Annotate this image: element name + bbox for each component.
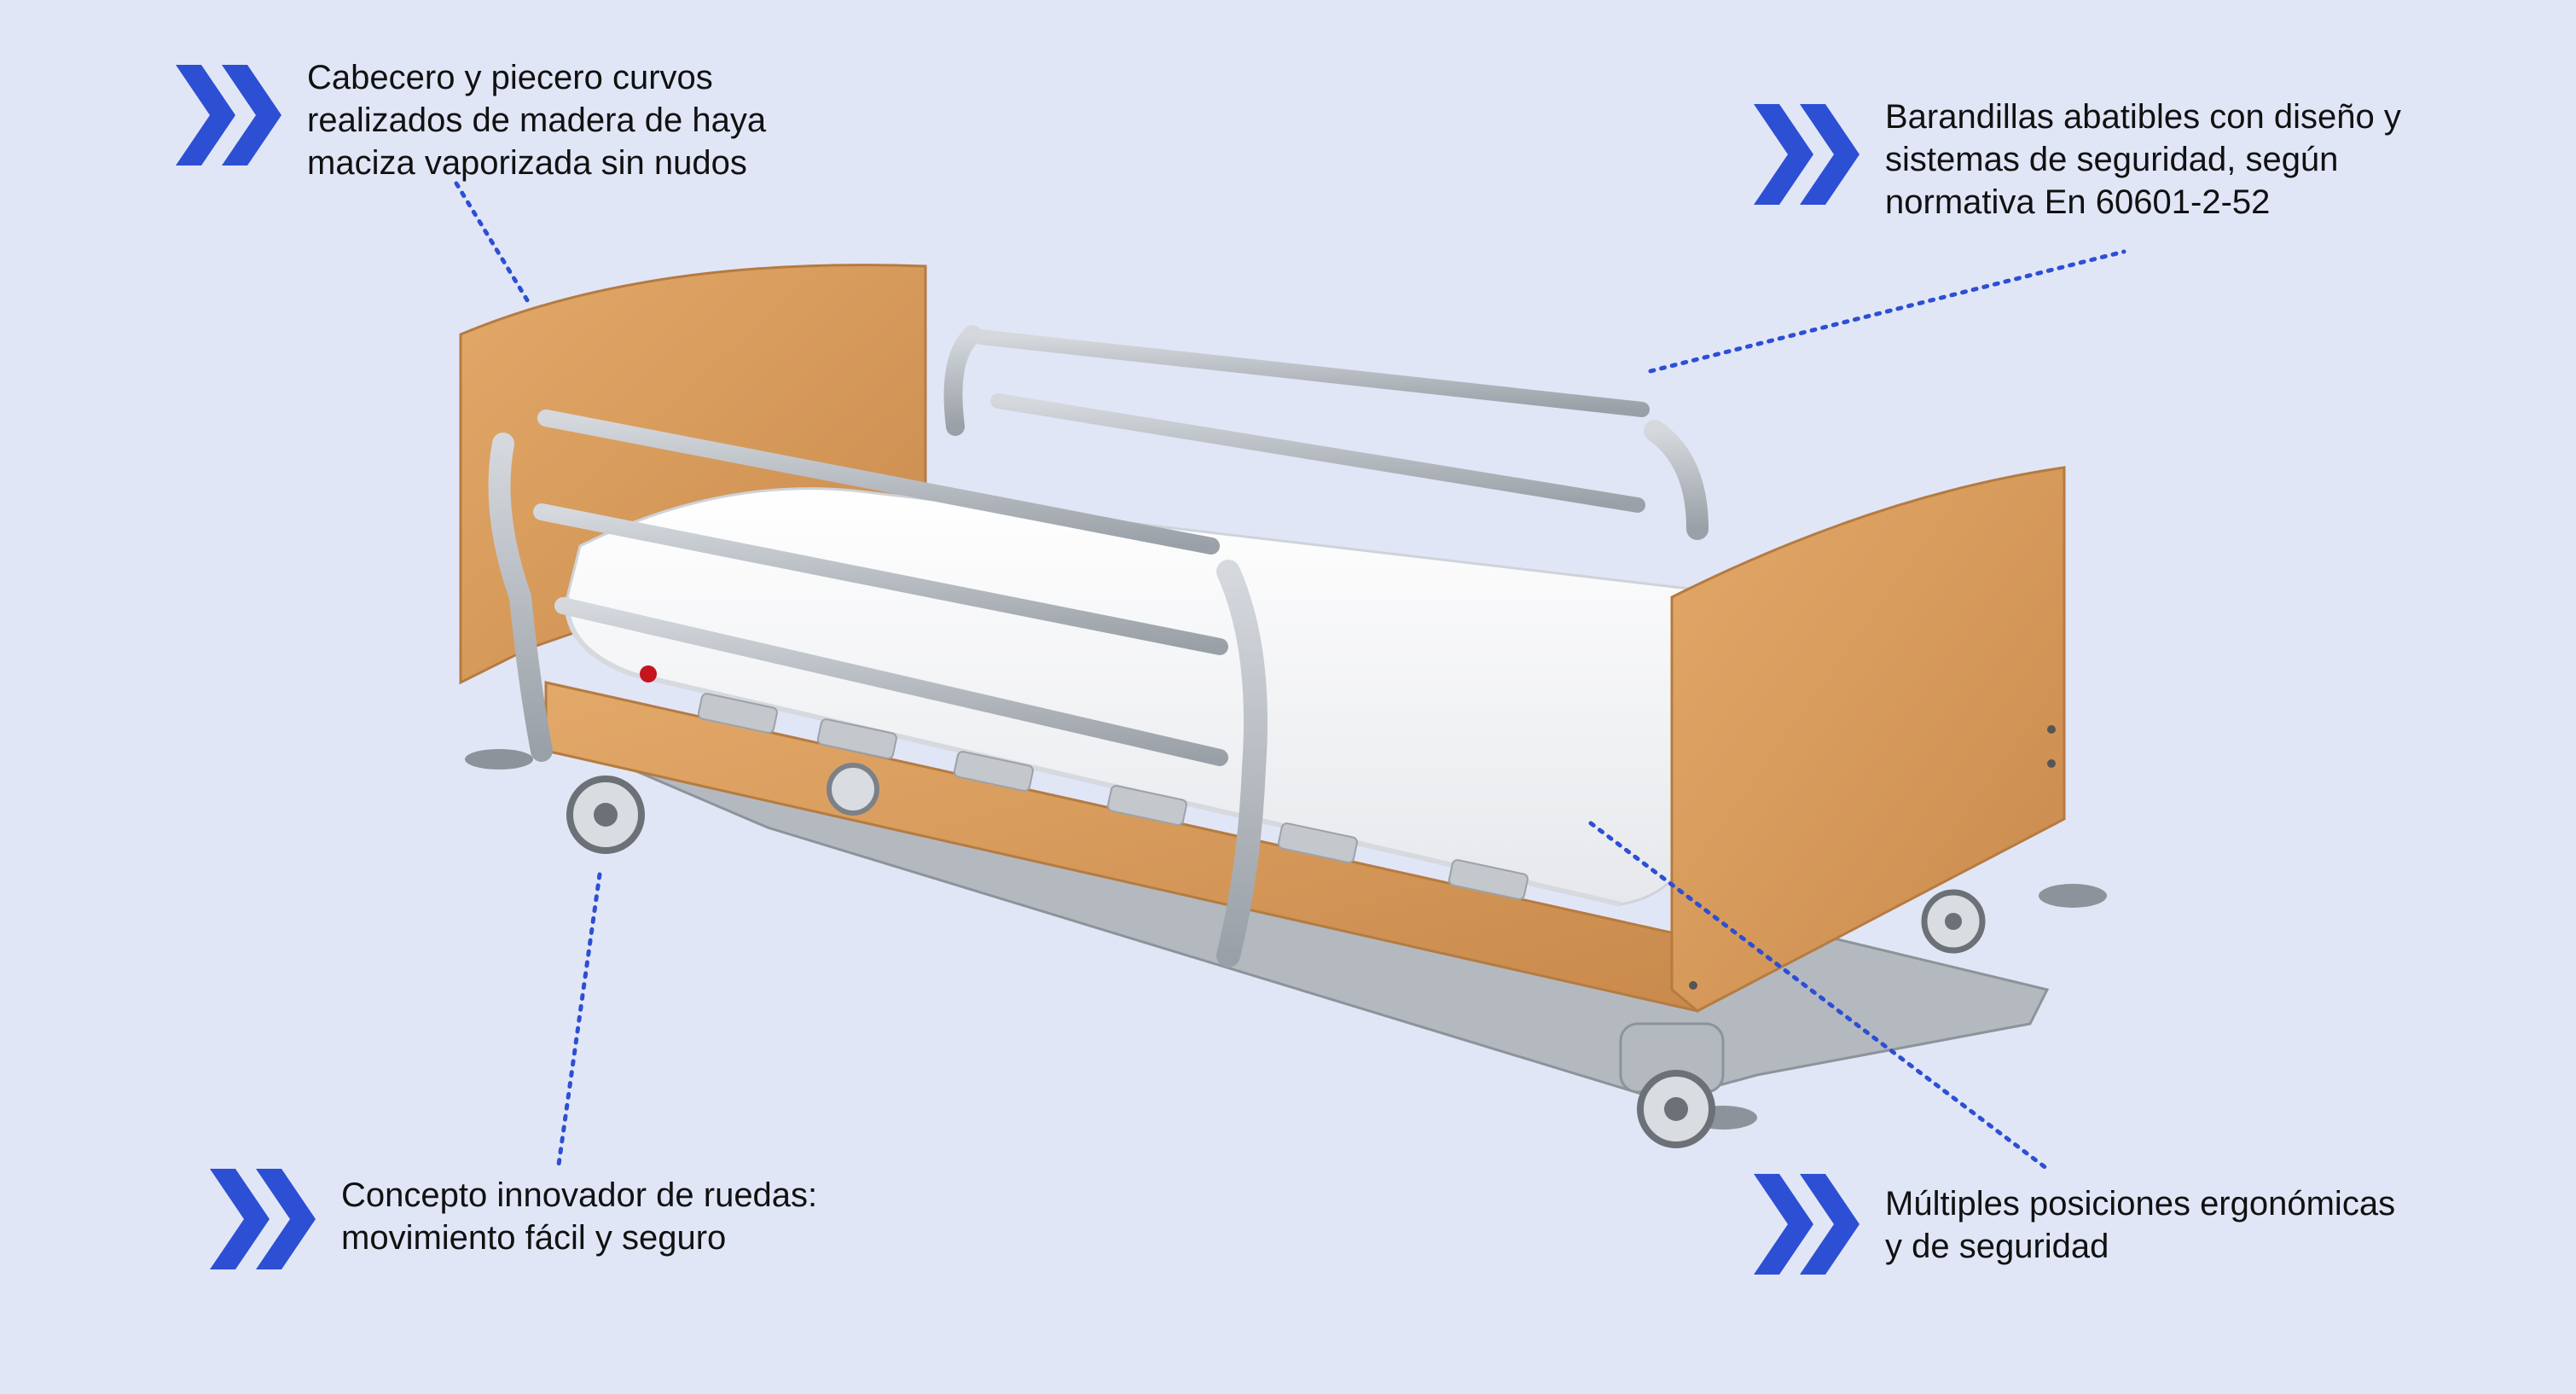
callout-positions: Múltiples posiciones ergonómicas y de se… (1754, 1174, 2395, 1275)
wheel-back-right (1921, 889, 1986, 954)
leader-siderail (1648, 249, 2126, 374)
callout-line: realizados de madera de haya (307, 102, 767, 139)
callout-line: y de seguridad (1885, 1228, 2109, 1265)
leader-positions (1588, 821, 2050, 1171)
double-chevron-right-icon (176, 65, 281, 166)
callout-line: Cabecero y piecero curvos (307, 59, 713, 96)
leader-lines (454, 181, 2126, 1171)
callout-line: Concepto innovador de ruedas: (341, 1176, 818, 1214)
callout-wheels: Concepto innovador de ruedas: movimiento… (210, 1169, 817, 1269)
callout-text: Múltiples posiciones ergonómicas y de se… (1885, 1182, 2395, 1268)
callout-line: normativa En 60601-2-52 (1885, 183, 2271, 221)
leader-wheels (556, 872, 602, 1167)
wheel-front-right (1637, 1070, 1715, 1148)
callout-line: sistemas de seguridad, según (1885, 141, 2339, 178)
double-chevron-right-icon (1754, 1174, 1859, 1275)
callout-line: Múltiples posiciones ergonómicas (1885, 1185, 2396, 1223)
callout-line: Barandillas abatibles con diseño y (1885, 98, 2401, 136)
side-rail-front (488, 409, 1268, 967)
leader-headboard (454, 181, 531, 305)
callout-line: maciza vaporizada sin nudos (307, 144, 747, 182)
callout-text: Cabecero y piecero curvos realizados de … (307, 56, 766, 184)
callout-text: Barandillas abatibles con diseño y siste… (1885, 96, 2401, 224)
wheel-back-left (827, 763, 879, 816)
double-chevron-right-icon (1754, 104, 1859, 205)
callout-line: movimiento fácil y seguro (341, 1219, 727, 1257)
callout-side-rails: Barandillas abatibles con diseño y siste… (1754, 98, 2401, 224)
callout-headboard: Cabecero y piecero curvos realizados de … (176, 59, 766, 184)
side-rail-back (943, 325, 1709, 540)
wheel-front-left (566, 775, 645, 854)
callout-text: Concepto innovador de ruedas: movimiento… (341, 1174, 817, 1259)
wheels (566, 763, 1986, 1148)
double-chevron-right-icon (210, 1169, 316, 1269)
footboard (1670, 466, 2066, 1013)
